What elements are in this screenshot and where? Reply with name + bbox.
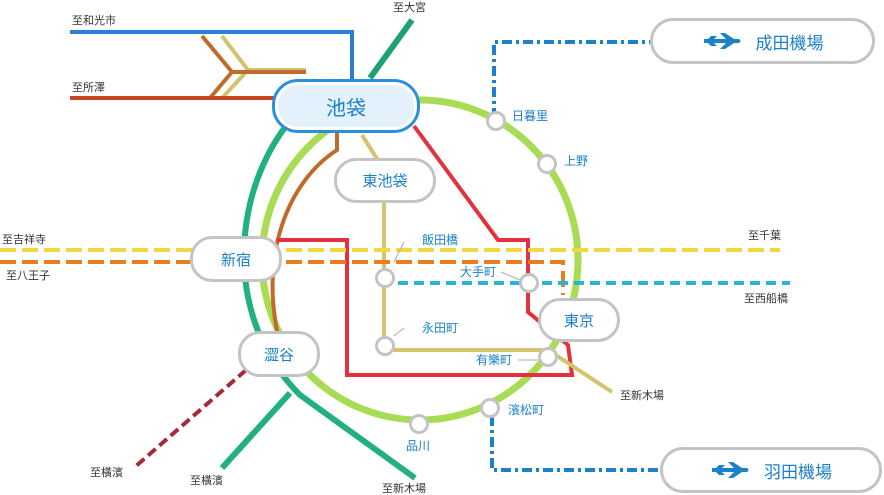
toyoko-line (134, 368, 248, 468)
station-nippori[interactable] (486, 111, 506, 131)
iidabashi-pointer (393, 241, 405, 263)
narita-access-line (492, 40, 650, 118)
saikyo-line-yokohama (219, 390, 293, 471)
airplane-icon (712, 462, 749, 478)
direction-yokohama-mid: 至橫濱 (190, 474, 223, 487)
station-label-hamamatsucho: 濱松町 (508, 403, 545, 417)
airport-haneda-label: 羽田機場 (764, 462, 832, 483)
otemachi-pointer (500, 271, 521, 281)
marunouchi-line (277, 124, 575, 377)
direction-tokorozawa: 至所澤 (72, 81, 105, 94)
hub-ikebukuro[interactable]: 池袋 (272, 79, 420, 133)
saikyo-line-omiya (367, 18, 415, 80)
hub-higashi-ikebukuro[interactable]: 東池袋 (334, 158, 436, 203)
hub-shinjuku[interactable]: 新宿 (190, 236, 282, 282)
station-label-otemachi: 大手町 (460, 265, 497, 279)
direction-shinkiba-tokyo: 至新木場 (620, 389, 664, 402)
station-label-shinagawa: 品川 (406, 439, 431, 453)
station-label-iidabashi: 飯田橋 (422, 233, 459, 247)
fukutoshin-line (270, 130, 339, 353)
direction-nishifunabashi: 至西船橋 (744, 292, 788, 305)
hub-shibuya[interactable]: 澀谷 (238, 331, 320, 377)
haneda-access-line (490, 416, 660, 472)
station-shinagawa[interactable] (409, 414, 429, 434)
yurakucho-line-wakoshi (70, 30, 354, 90)
station-hamamatsucho[interactable] (480, 398, 500, 418)
station-label-nagatacho: 永田町 (422, 321, 459, 335)
direction-kichijoji: 至吉祥寺 (2, 233, 46, 246)
direction-omiya: 至大宮 (393, 1, 426, 14)
seibu-line-brown (200, 34, 306, 100)
station-label-nippori: 日暮里 (512, 109, 549, 123)
airport-narita[interactable]: 成田機場 (650, 18, 875, 64)
station-otemachi[interactable] (519, 273, 539, 293)
airplane-icon (703, 33, 740, 49)
station-ueno[interactable] (537, 154, 557, 174)
direction-wakoshi: 至和光市 (72, 14, 116, 27)
hub-tokyo[interactable]: 東京 (538, 298, 620, 342)
airport-narita-label: 成田機場 (755, 33, 824, 54)
station-nagatacho[interactable] (375, 336, 395, 356)
station-label-yurakucho: 有樂町 (476, 353, 513, 367)
nagatacho-pointer (393, 327, 405, 337)
direction-chiba: 至千葉 (748, 229, 781, 242)
direction-yokohama-left: 至橫濱 (90, 466, 123, 479)
station-label-ueno: 上野 (564, 154, 589, 168)
direction-hachioji: 至八王子 (6, 269, 50, 282)
station-yurakucho[interactable] (538, 347, 558, 367)
direction-shinkiba-bottom: 至新木場 (382, 482, 426, 495)
airport-haneda[interactable]: 羽田機場 (660, 447, 882, 493)
station-iidabashi[interactable] (375, 268, 395, 288)
